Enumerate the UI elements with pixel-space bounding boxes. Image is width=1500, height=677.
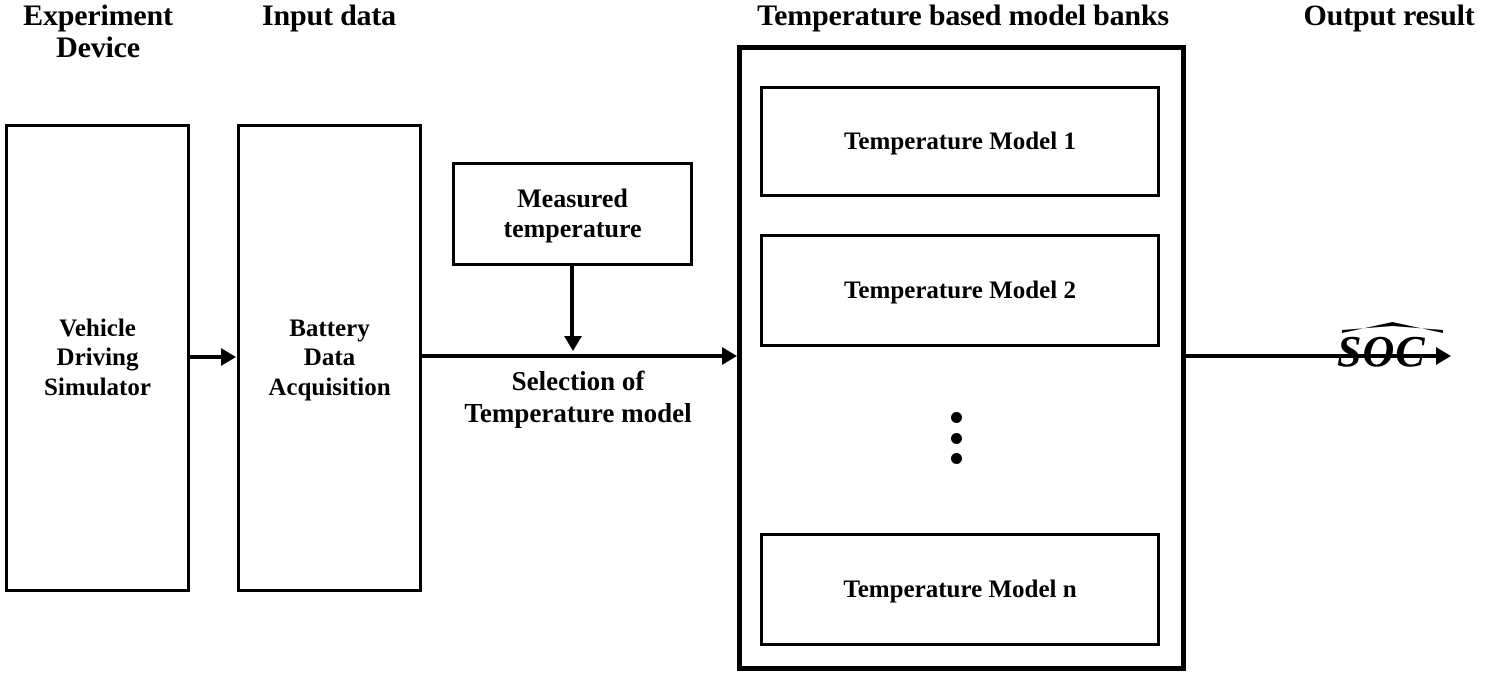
box-measured-temperature: Measured temperature [452,162,693,266]
output-soc-label: SOC [1337,327,1426,376]
box-temperature-model-2-label: Temperature Model 2 [844,276,1076,304]
arrow-model-bank-to-output-head [1436,347,1451,365]
box-temperature-model-n-label: Temperature Model n [843,575,1077,603]
box-temperature-model-2: Temperature Model 2 [760,234,1160,347]
arrow-acquisition-to-model-bank-head [722,347,737,365]
arrow-simulator-to-acquisition-line [190,355,223,359]
header-temperature-based-model-banks: Temperature based model banks [757,0,1169,32]
caption-selection-of-temperature-model: Selection of Temperature model [464,366,692,429]
arrow-measured-temperature-to-selection-line [570,266,574,338]
box-battery-data-acquisition: Battery Data Acquisition [237,124,422,592]
soc-hat-accent-icon [1341,321,1444,334]
arrow-acquisition-to-model-bank-line [422,354,724,358]
box-temperature-model-1-label: Temperature Model 1 [844,127,1076,155]
header-output-result: Output result [1303,0,1475,32]
ellipsis-dot [950,453,962,464]
ellipsis-dot [950,412,962,423]
header-input-data: Input data [262,0,396,32]
arrow-simulator-to-acquisition-head [221,348,236,366]
arrow-measured-temperature-to-selection-head [564,336,582,351]
box-vehicle-driving-simulator-label: Vehicle Driving Simulator [44,315,151,401]
box-battery-data-acquisition-label: Battery Data Acquisition [268,315,391,401]
ellipsis-dot [950,432,962,444]
box-vehicle-driving-simulator: Vehicle Driving Simulator [5,124,190,592]
output-soc-symbol: SOC [1337,322,1443,376]
vertical-ellipsis-icon [947,412,965,464]
arrow-model-bank-to-output-line [1186,354,1438,358]
box-temperature-model-n: Temperature Model n [760,533,1160,646]
box-temperature-model-1: Temperature Model 1 [760,86,1160,197]
header-experiment-device: Experiment Device [23,0,173,65]
box-measured-temperature-label: Measured temperature [503,183,642,243]
